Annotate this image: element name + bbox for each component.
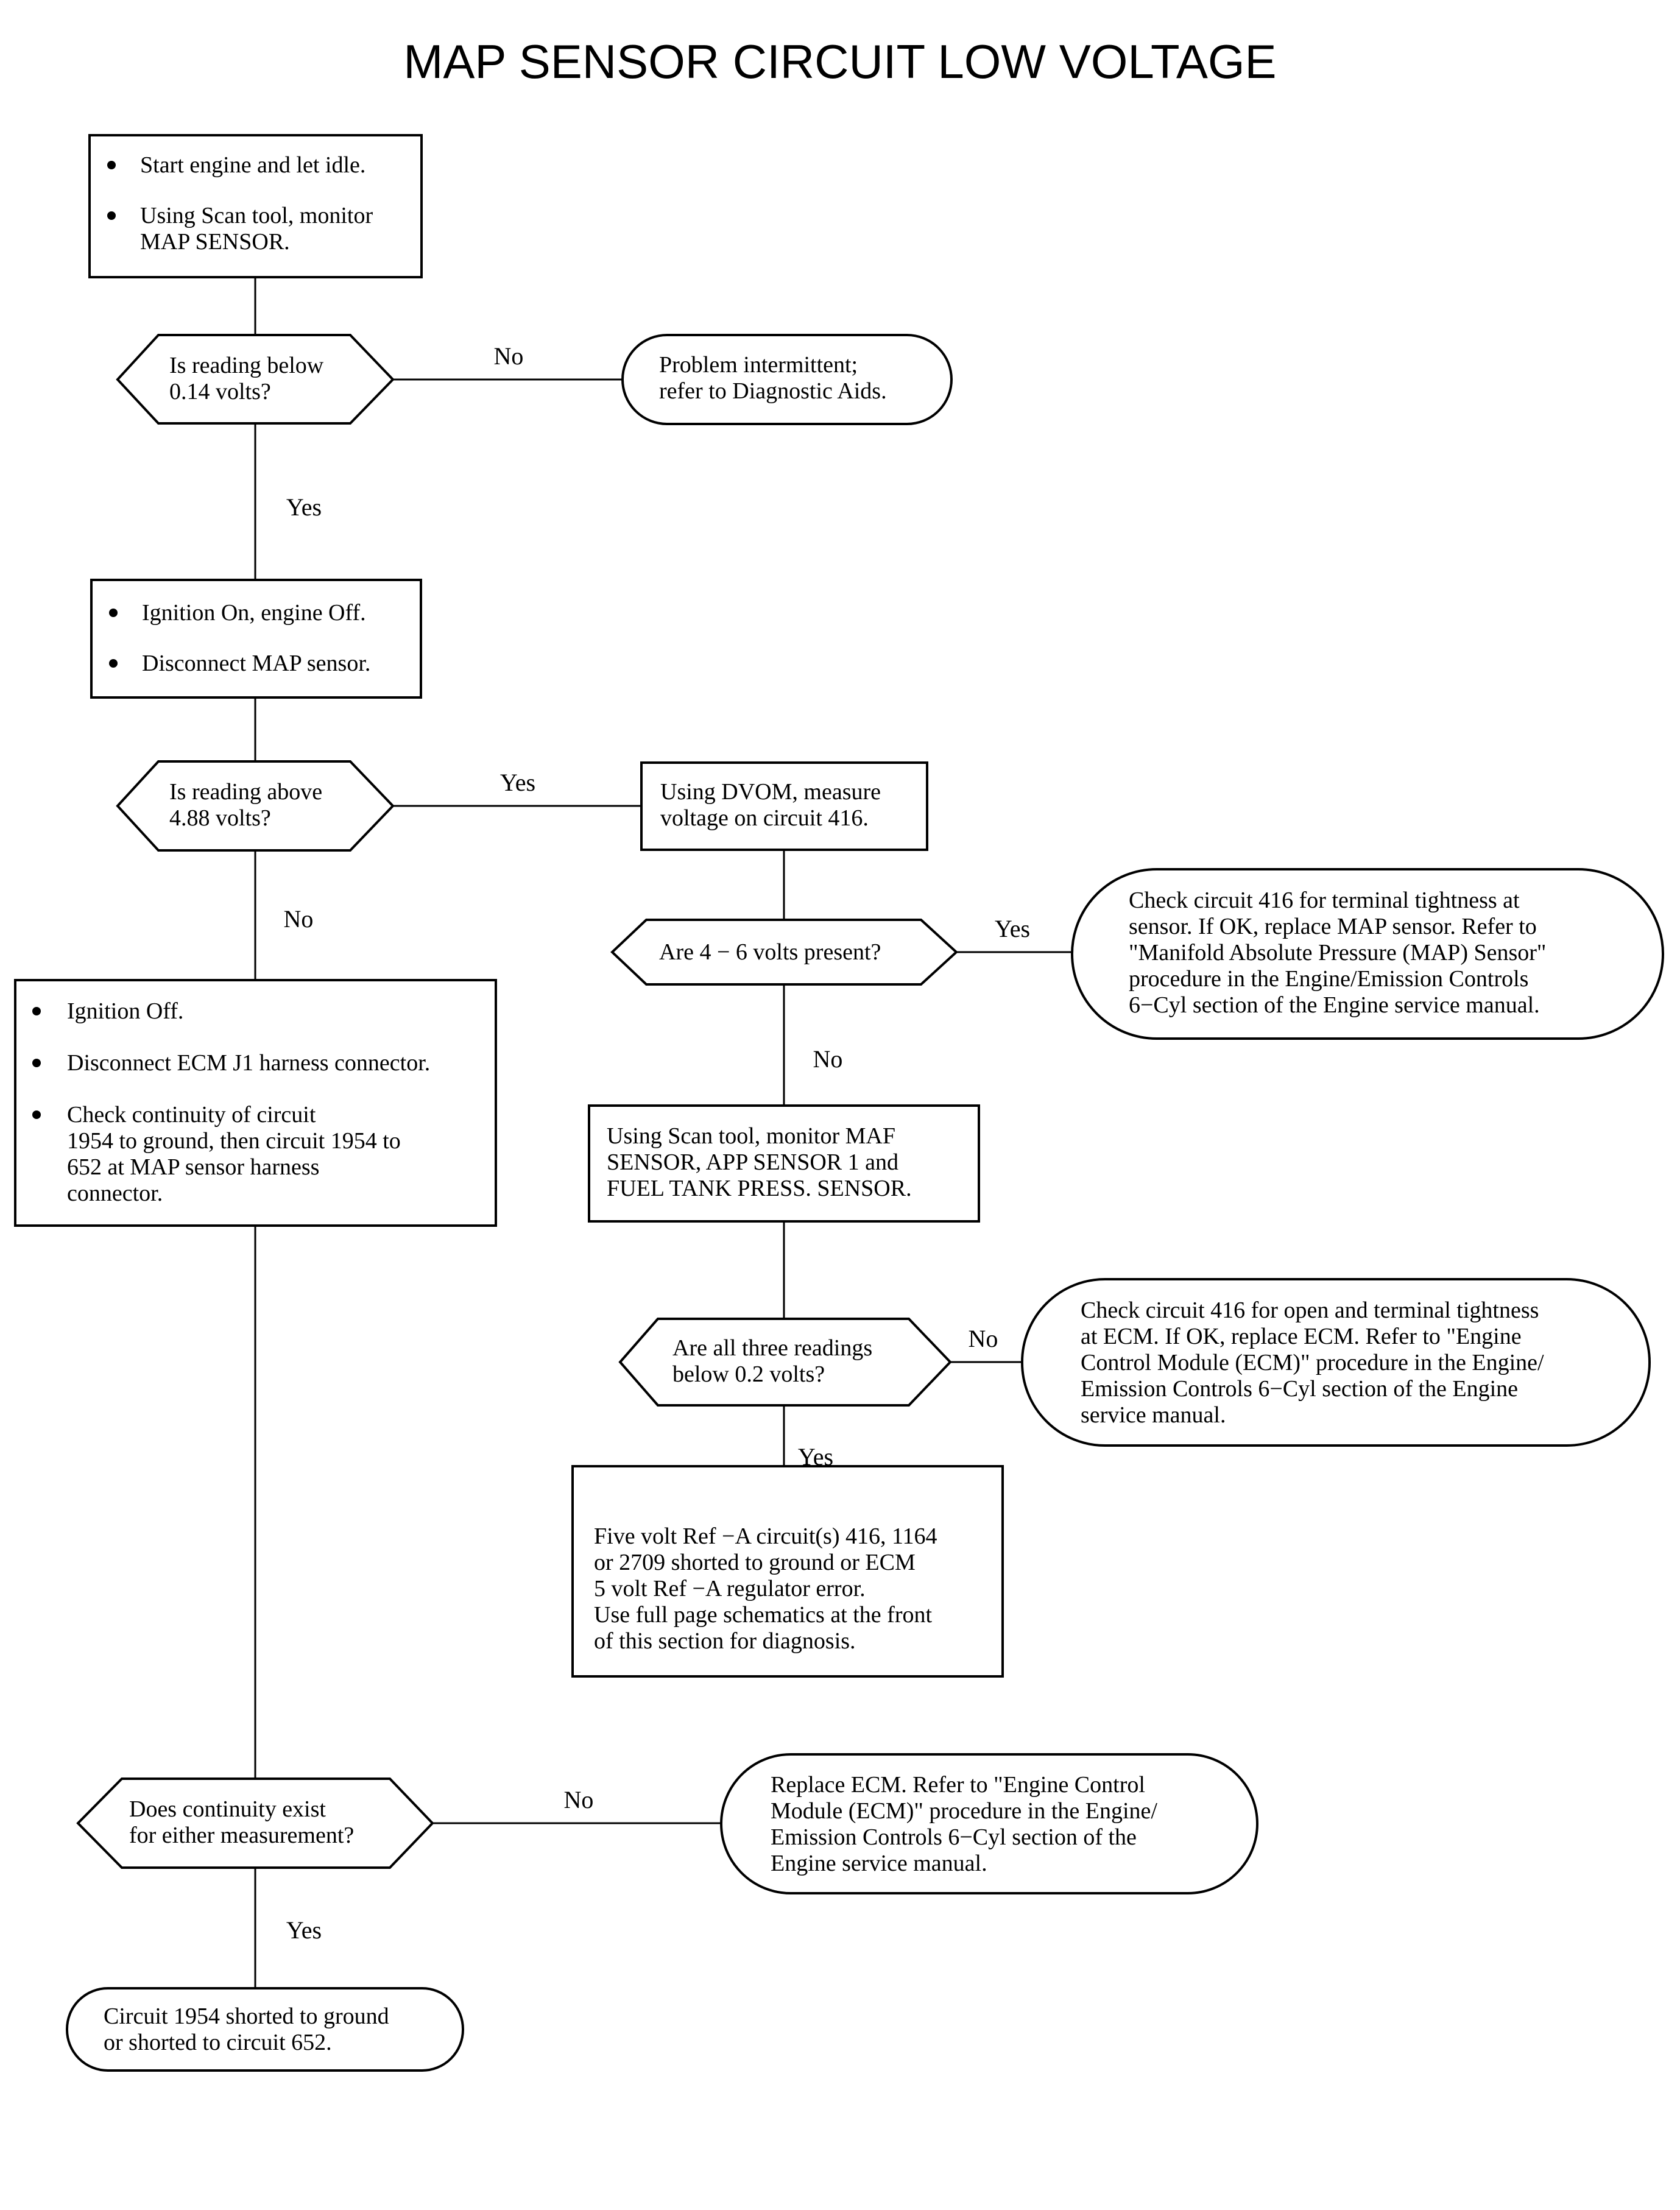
q2-line-1: 4.88 volts? [169, 805, 271, 831]
ignition_off-bullet-2-line-0: Check continuity of circuit [67, 1102, 316, 1128]
result-five-volt-ref: Five volt Ref −A circuit(s) 416, 1164or … [571, 1465, 1004, 1678]
step-ignition-on: Ignition On, engine Off. Disconnect MAP s… [90, 579, 422, 699]
edge-label-q5-no: No [564, 1786, 594, 1813]
ignition_off-bullet-2-line-3: connector. [67, 1181, 163, 1206]
check416_ecm-line-0: Check circuit 416 for open and terminal … [1081, 1297, 1539, 1323]
step-start-engine: Start engine and let idle. Using Scan too… [88, 134, 423, 278]
check416_sensor-line-4: 6−Cyl section of the Engine service manu… [1129, 992, 1540, 1018]
start-bullet-1-line-0: Using Scan tool, monitor [140, 203, 373, 228]
bullet-dot [107, 161, 116, 169]
fivevolt-line-1: or 2709 shorted to ground or ECM [594, 1550, 916, 1575]
ignition_off-bullet-2-line-1: 1954 to ground, then circuit 1954 to [67, 1128, 401, 1154]
replace_ecm-line-2: Emission Controls 6−Cyl section of the [771, 1824, 1137, 1850]
replace_ecm-line-1: Module (ECM)" procedure in the Engine/ [771, 1798, 1157, 1824]
scan_maf-line-2: FUEL TANK PRESS. SENSOR. [607, 1176, 912, 1201]
edge-label-q3-no: No [813, 1045, 843, 1073]
circuit1954-line-0: Circuit 1954 shorted to ground [104, 2003, 389, 2029]
q5-line-1: for either measurement? [129, 1823, 354, 1848]
ignition_off-bullet-1-line-0: Disconnect ECM J1 harness connector. [67, 1050, 430, 1076]
bullet-dot [107, 211, 116, 220]
result-replace-ecm: Replace ECM. Refer to "Engine ControlMod… [720, 1753, 1258, 1894]
q4-line-0: Are all three readings [672, 1335, 872, 1361]
start-bullet-1-line-1: MAP SENSOR. [140, 229, 290, 255]
check416_ecm-line-2: Control Module (ECM)" procedure in the E… [1081, 1350, 1544, 1375]
dvom-line-1: voltage on circuit 416. [660, 805, 869, 831]
dvom-line-0: Using DVOM, measure [660, 779, 881, 805]
check416_ecm-line-3: Emission Controls 6−Cyl section of the E… [1081, 1376, 1518, 1402]
bullet-dot [109, 659, 118, 668]
intermittent-line-0: Problem intermittent; [659, 352, 858, 378]
ignition_off-bullet-2-line-2: 652 at MAP sensor harness [67, 1154, 319, 1180]
edge-label-q2-no: No [284, 905, 314, 933]
edge-label-q1-no: No [494, 342, 524, 370]
edge-label-q3-yes: Yes [995, 915, 1030, 942]
check416_sensor-line-2: "Manifold Absolute Pressure (MAP) Sensor… [1129, 940, 1546, 966]
scan_maf-line-1: SENSOR, APP SENSOR 1 and [607, 1149, 898, 1175]
edge-label-q5-yes: Yes [286, 1916, 322, 1944]
circuit1954-line-1: or shorted to circuit 652. [104, 2030, 332, 2055]
bullet-dot [32, 1110, 41, 1119]
check416_ecm-line-4: service manual. [1081, 1402, 1226, 1428]
bullet-dot [109, 609, 118, 617]
q1-line-1: 0.14 volts? [169, 379, 271, 404]
q3-line-0: Are 4 − 6 volts present? [659, 939, 881, 965]
q5-line-0: Does continuity exist [129, 1796, 326, 1822]
replace_ecm-line-0: Replace ECM. Refer to "Engine Control [771, 1772, 1145, 1798]
q2-line-0: Is reading above [169, 779, 322, 805]
edge-label-q2-yes: Yes [500, 769, 535, 796]
edge-label-q1-yes: Yes [286, 493, 322, 521]
check416_sensor-line-0: Check circuit 416 for terminal tightness… [1129, 888, 1520, 913]
result-check-416-sensor: Check circuit 416 for terminal tightness… [1071, 868, 1664, 1040]
check416_sensor-line-3: procedure in the Engine/Emission Control… [1129, 966, 1528, 992]
start-bullet-0-line-0: Start engine and let idle. [140, 152, 365, 178]
check416_ecm-line-1: at ECM. If OK, replace ECM. Refer to "En… [1081, 1324, 1522, 1349]
fivevolt-line-2: 5 volt Ref −A regulator error. [594, 1576, 866, 1601]
intermittent-line-1: refer to Diagnostic Aids. [659, 378, 887, 404]
replace_ecm-line-3: Engine service manual. [771, 1851, 987, 1876]
fivevolt-line-3: Use full page schematics at the front [594, 1602, 932, 1628]
bullet-dot [32, 1007, 41, 1015]
q1-line-0: Is reading below [169, 353, 324, 378]
step-ignition-off: Ignition Off. Disconnect ECM J1 harness c… [14, 979, 497, 1227]
result-check-416-ecm: Check circuit 416 for open and terminal … [1021, 1278, 1651, 1447]
q4-line-1: below 0.2 volts? [672, 1361, 825, 1387]
bullet-dot [32, 1059, 41, 1067]
fivevolt-line-0: Five volt Ref −A circuit(s) 416, 1164 [594, 1523, 937, 1549]
result-intermittent: Problem intermittent;refer to Diagnostic… [621, 334, 953, 425]
ignition_on-bullet-0-line-0: Ignition On, engine Off. [142, 600, 366, 626]
ignition_off-bullet-0-line-0: Ignition Off. [67, 998, 183, 1024]
scan_maf-line-0: Using Scan tool, monitor MAF [607, 1123, 895, 1149]
decision-4-6-volts: Are 4 − 6 volts present? [610, 919, 958, 986]
connectors [254, 277, 1072, 1987]
check416_sensor-line-1: sensor. If OK, replace MAP sensor. Refer… [1129, 914, 1537, 939]
edge-label-q4-no: No [969, 1325, 998, 1352]
fivevolt-line-4: of this section for diagnosis. [594, 1628, 856, 1654]
ignition_on-bullet-1-line-0: Disconnect MAP sensor. [142, 651, 370, 676]
diagram-title: MAP SENSOR CIRCUIT LOW VOLTAGE [403, 35, 1276, 88]
